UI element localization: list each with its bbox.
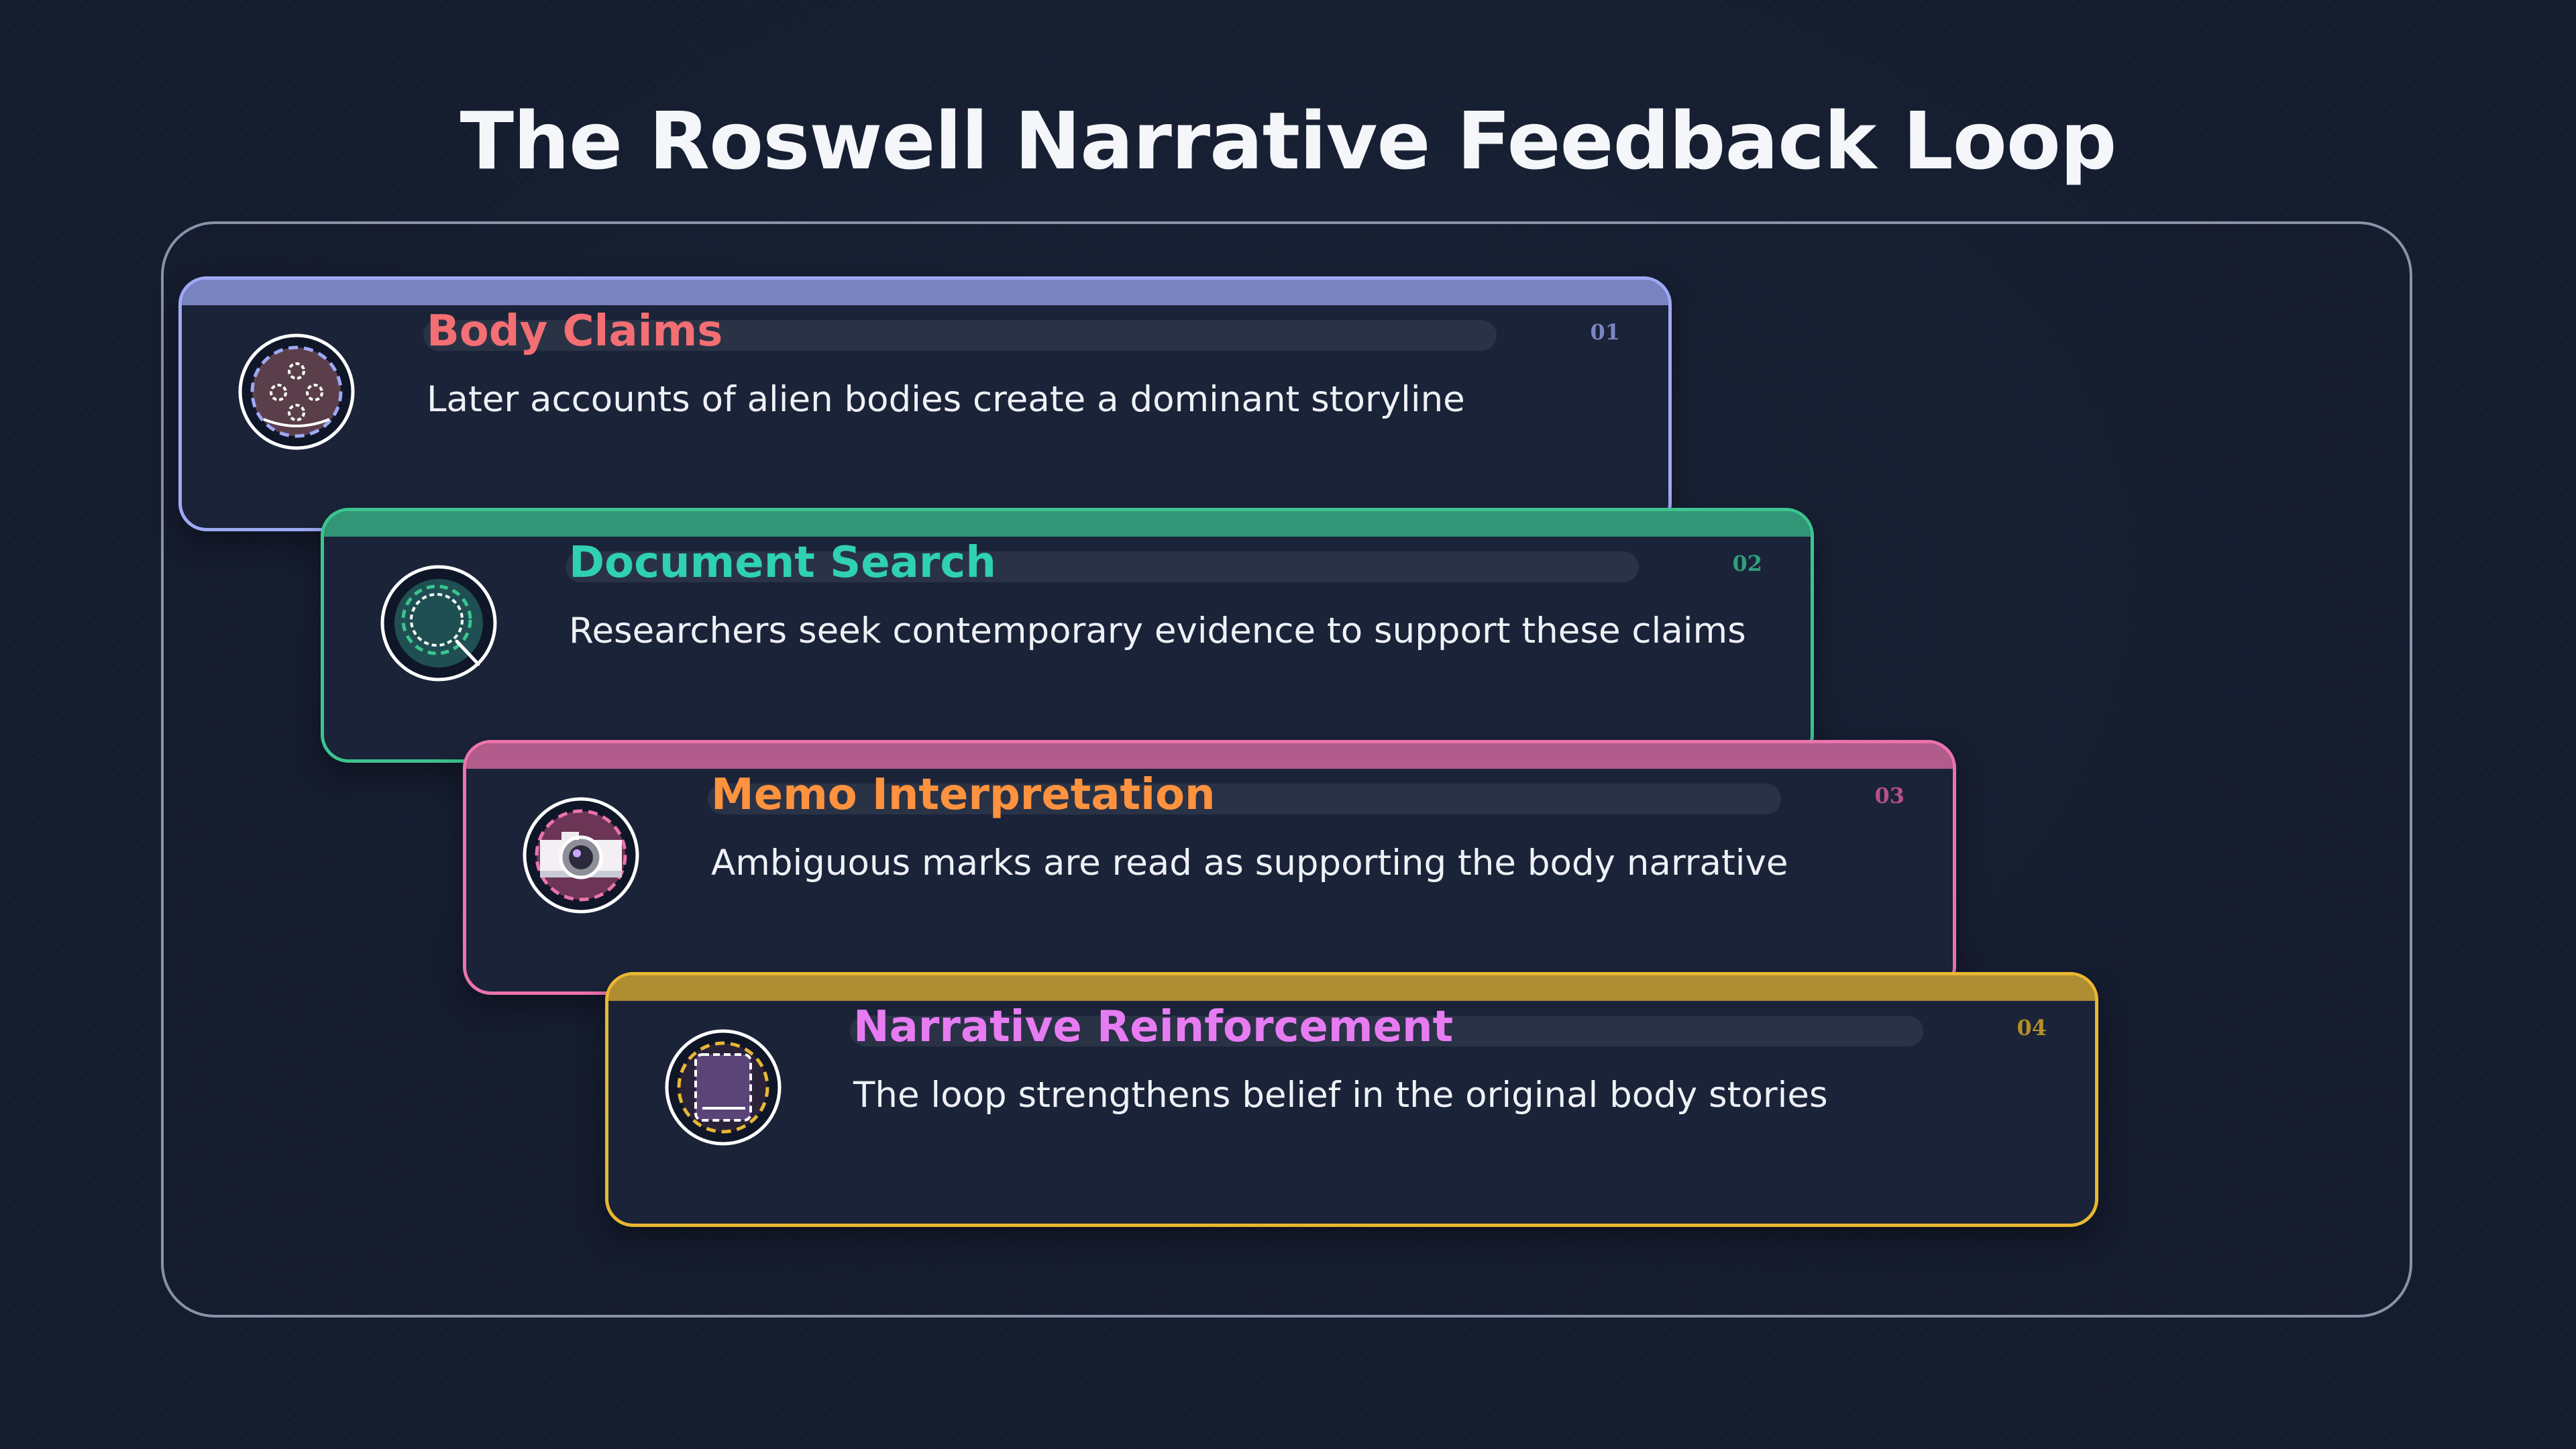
step-number: 03 xyxy=(1874,783,1904,808)
alien-body-icon xyxy=(237,332,356,451)
step-description: Researchers seek contemporary evidence t… xyxy=(569,610,1746,651)
title-highlight xyxy=(708,784,1781,814)
step-card-body-claims: Body Claims Later accounts of alien bodi… xyxy=(178,276,1672,531)
card-accent-bar xyxy=(324,511,1811,537)
title-highlight xyxy=(850,1016,1923,1046)
step-description: Later accounts of alien bodies create a … xyxy=(427,379,1465,420)
step-title: Body Claims xyxy=(427,307,723,356)
book-icon xyxy=(663,1028,783,1147)
step-title: Memo Interpretation xyxy=(711,770,1216,820)
step-card-memo-interpretation: Memo Interpretation Ambiguous marks are … xyxy=(463,740,1956,995)
step-card-document-search: Document Search Researchers seek contemp… xyxy=(321,508,1814,763)
page-title: The Roswell Narrative Feedback Loop xyxy=(460,95,2117,187)
step-number: 02 xyxy=(1732,551,1762,576)
camera-icon xyxy=(521,796,641,915)
step-description: The loop strengthens belief in the origi… xyxy=(853,1075,1828,1116)
step-number: 04 xyxy=(2017,1015,2047,1040)
step-title: Document Search xyxy=(569,538,996,588)
card-accent-bar xyxy=(182,280,1668,305)
step-title: Narrative Reinforcement xyxy=(853,1002,1454,1052)
title-highlight xyxy=(423,320,1497,351)
step-number: 01 xyxy=(1590,319,1620,345)
step-card-narrative-reinforcement: Narrative Reinforcement The loop strengt… xyxy=(605,972,2098,1227)
step-description: Ambiguous marks are read as supporting t… xyxy=(711,843,1788,883)
card-accent-bar xyxy=(466,743,1953,769)
magnifier-icon xyxy=(379,564,498,683)
title-highlight xyxy=(566,551,1639,582)
card-accent-bar xyxy=(608,975,2095,1001)
